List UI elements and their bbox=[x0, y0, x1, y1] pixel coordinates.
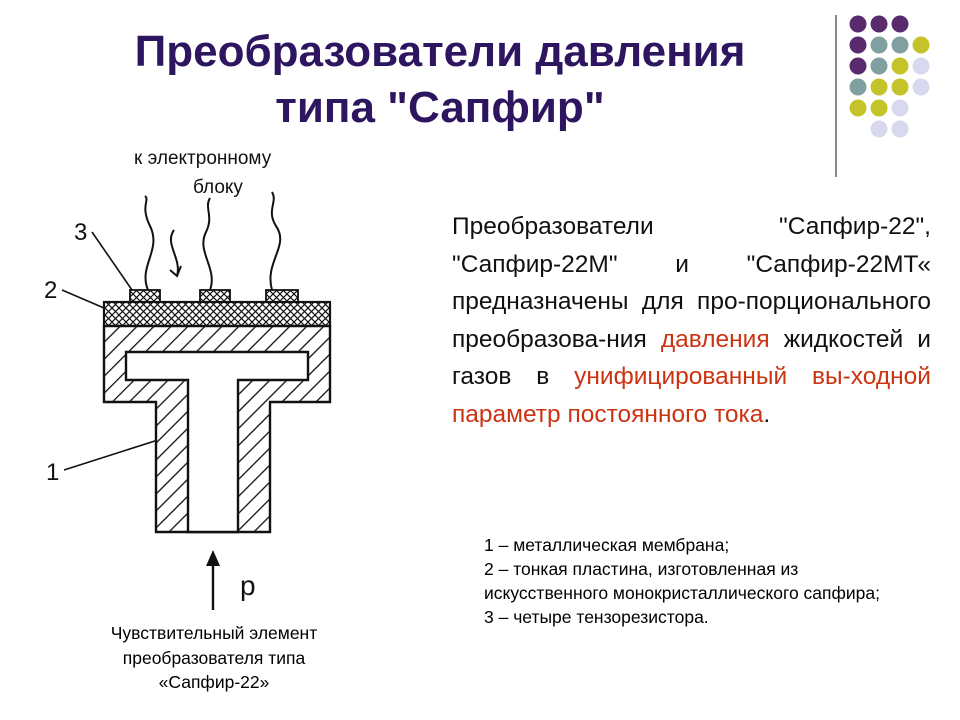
decorative-dot bbox=[912, 36, 930, 54]
caption-line-2: преобразователя типа bbox=[122, 647, 306, 668]
decorative-dot bbox=[891, 36, 909, 54]
highlight-pressure: давления bbox=[660, 325, 770, 353]
decorative-divider bbox=[835, 15, 837, 177]
diagram-top-label-line1: к электронному bbox=[134, 148, 272, 169]
legend-item-1: 1 – металлическая мембрана; bbox=[484, 535, 730, 555]
highlight-output-parameter: унифицированный вы-ходной параметр посто… bbox=[452, 363, 931, 428]
decorative-dot bbox=[870, 57, 888, 75]
decorative-dot bbox=[870, 99, 888, 117]
decorative-dot-grid bbox=[849, 15, 930, 138]
title-line-2: типа "Сапфир" bbox=[275, 83, 605, 132]
legend-item-2: 2 – тонкая пластина, изготовленная из ис… bbox=[484, 559, 880, 603]
caption-line-3: «Сапфир-22» bbox=[158, 672, 270, 692]
description-paragraph: Преобразователи "Сапфир-22", "Сапфир-22М… bbox=[452, 208, 931, 433]
description-text-3: . bbox=[763, 400, 771, 428]
decorative-dot bbox=[870, 15, 888, 33]
decorative-dot bbox=[912, 78, 930, 96]
pressure-label: p bbox=[240, 570, 256, 601]
description-text-2: жидкостей и газов в bbox=[452, 325, 931, 391]
decorative-dot bbox=[870, 120, 888, 138]
diagram-caption: Чувствительный элемент преобразователя т… bbox=[44, 621, 384, 695]
decorative-dot bbox=[870, 78, 888, 96]
decorative-dot bbox=[849, 36, 867, 54]
slide-title: Преобразователи давления типа "Сапфир" bbox=[60, 24, 820, 136]
sapphire-plate bbox=[102, 300, 332, 328]
legend-item-3: 3 – четыре тензорезистора. bbox=[484, 607, 709, 627]
label-1: 1 bbox=[46, 459, 59, 486]
sapphire-sensor-diagram: к электронному блоку 3 2 1 p bbox=[44, 148, 332, 610]
decorative-dot bbox=[891, 99, 909, 117]
diagram-top-label-line2: блоку bbox=[193, 177, 243, 198]
decorative-dot bbox=[891, 120, 909, 138]
decorative-dot bbox=[849, 99, 867, 117]
decorative-dot bbox=[870, 36, 888, 54]
title-line-1: Преобразователи давления bbox=[134, 27, 746, 76]
decorative-dot bbox=[891, 15, 909, 33]
decorative-dot bbox=[849, 57, 867, 75]
decorative-dot bbox=[891, 57, 909, 75]
strain-gauge-pads bbox=[129, 289, 299, 303]
diagram-legend: 1 – металлическая мембрана; 2 – тонкая п… bbox=[484, 533, 924, 629]
caption-line-1: Чувствительный элемент bbox=[110, 623, 318, 643]
inner-cavity bbox=[124, 350, 310, 534]
decorative-dot bbox=[849, 78, 867, 96]
decorative-dot bbox=[891, 78, 909, 96]
decorative-dot bbox=[912, 57, 930, 75]
decorative-dot bbox=[849, 15, 867, 33]
label-3: 3 bbox=[74, 219, 87, 246]
description-text-1: Преобразователи "Сапфир-22", "Сапфир-22М… bbox=[452, 213, 931, 353]
connection-wires bbox=[144, 191, 282, 291]
label-2: 2 bbox=[44, 277, 57, 304]
